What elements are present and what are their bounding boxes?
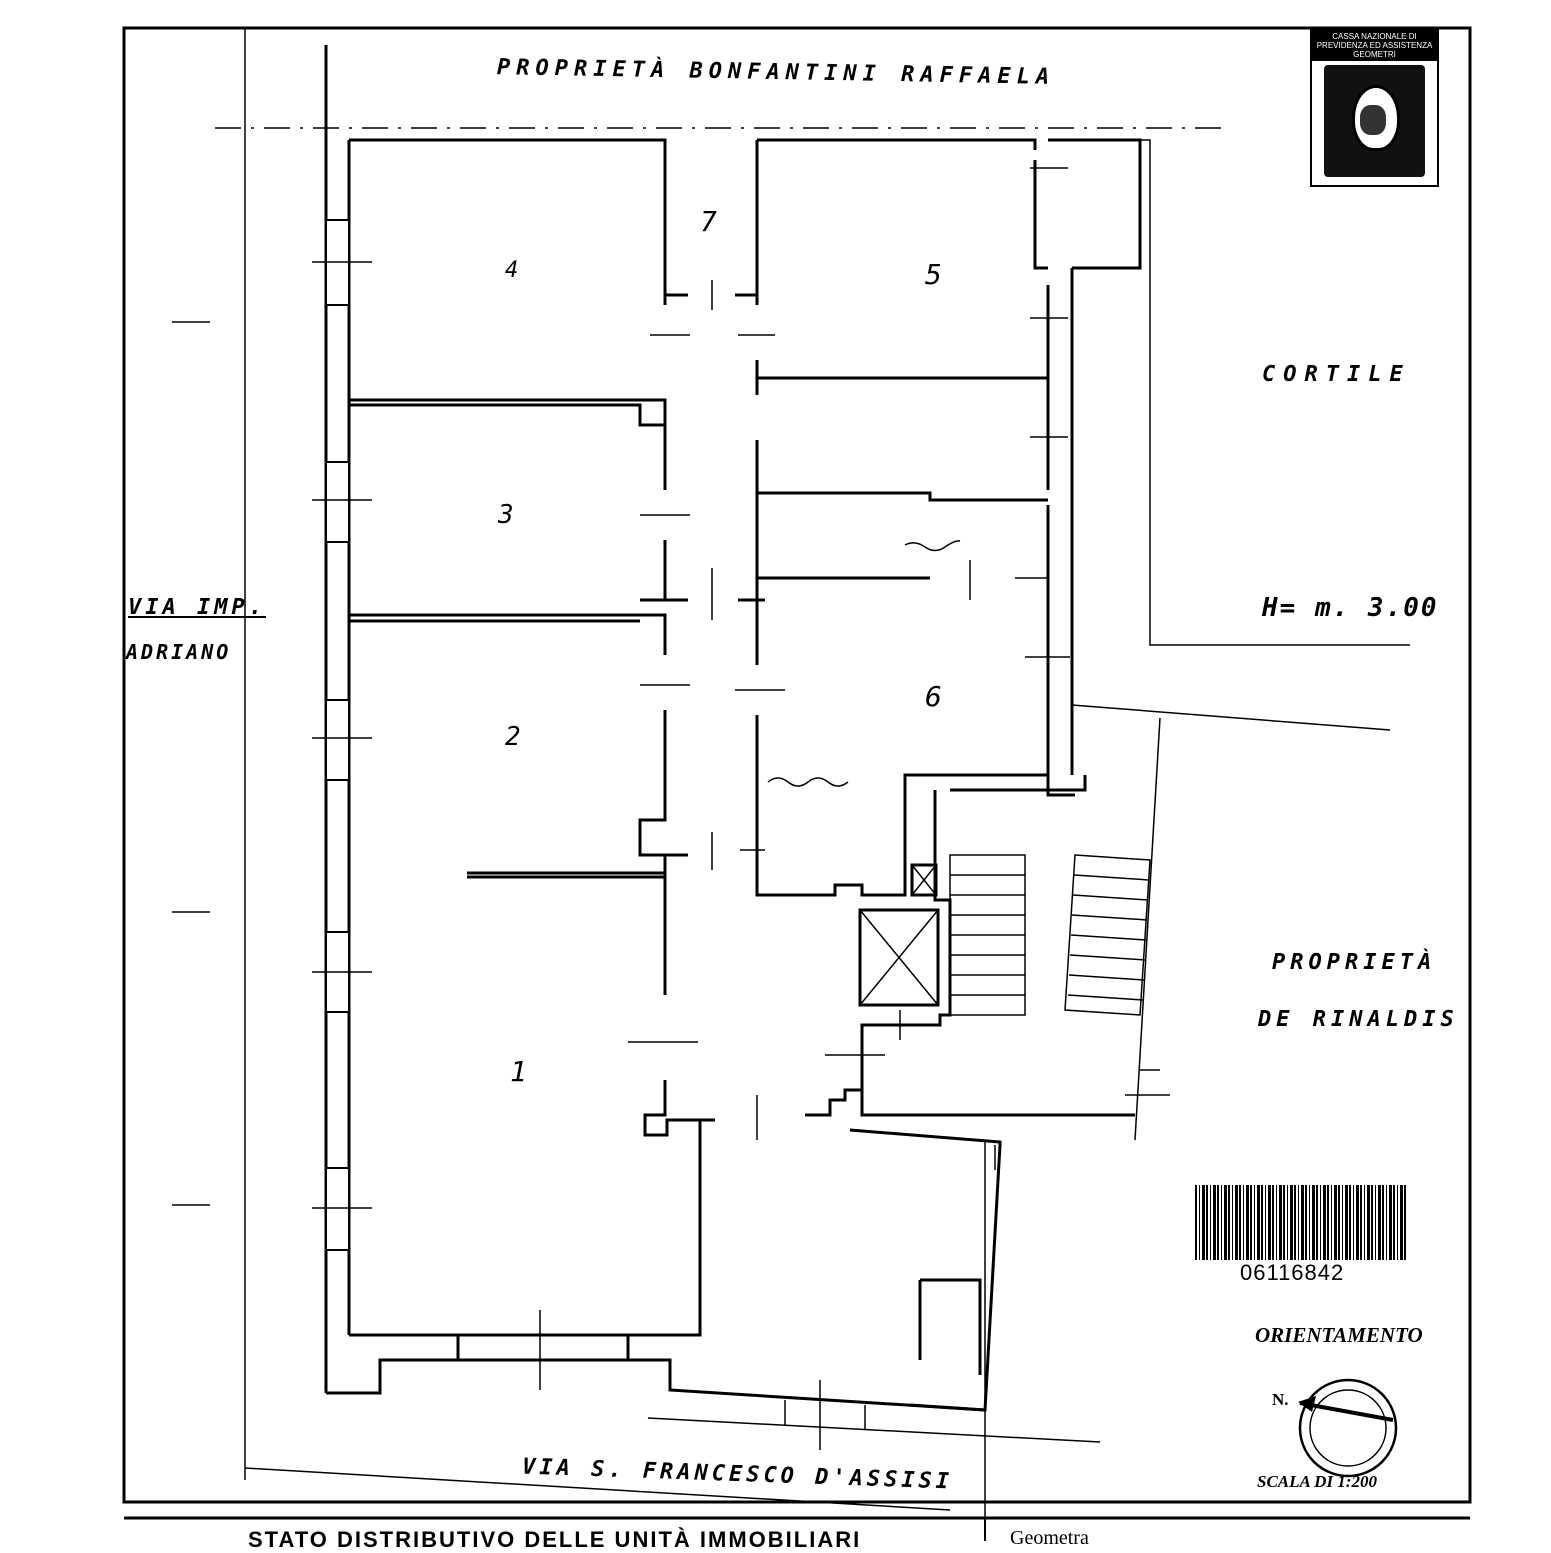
sheet-frame: [122, 26, 1472, 1504]
label-courtyard: CORTILE: [1262, 362, 1411, 387]
north-marker: N.: [1272, 1390, 1289, 1409]
scale-label: SCALA DI 1:200: [1257, 1472, 1377, 1491]
footer-right-label: Geometra: [1010, 1527, 1089, 1549]
revenue-stamp: CASSA NAZIONALE DI PREVIDENZA ED ASSISTE…: [1310, 28, 1439, 187]
label-east-property-1: PROPRIETÀ: [1272, 950, 1437, 975]
room-number: 5: [925, 258, 942, 291]
room-number: 3: [498, 500, 514, 530]
stamp-text: CASSA NAZIONALE DI: [1332, 32, 1417, 41]
room-number: 2: [505, 722, 521, 752]
barcode-number: 06116842: [1240, 1260, 1345, 1285]
room-number: 1: [510, 1055, 527, 1088]
label-west-street-2: ADRIANO: [126, 640, 232, 664]
barcode: [1195, 1185, 1407, 1260]
stair-left: [949, 854, 1026, 1016]
footer-left-title: STATO DISTRIBUTIVO DELLE UNITÀ IMMOBILIA…: [248, 1527, 862, 1552]
label-height: H= m. 3.00: [1262, 593, 1439, 623]
stamp-text: GEOMETRI: [1353, 50, 1396, 59]
label-east-property-2: DE RINALDIS: [1258, 1007, 1459, 1032]
label-west-street-1: VIA IMP.: [128, 595, 266, 620]
stamp-text: PREVIDENZA ED ASSISTENZA: [1316, 41, 1433, 50]
room-number: 4: [505, 258, 519, 283]
orientation-title: ORIENTAMENTO: [1255, 1323, 1423, 1347]
stair-right: [1064, 854, 1151, 1016]
room-number: 6: [925, 680, 942, 713]
stamp-portrait-icon: [1324, 65, 1425, 177]
compass-icon: [1298, 1378, 1398, 1478]
elevator-shaft: [858, 908, 940, 1007]
corridor-doors: [628, 280, 785, 1140]
west-windows: [172, 219, 372, 1251]
room-number: 7: [700, 205, 717, 238]
